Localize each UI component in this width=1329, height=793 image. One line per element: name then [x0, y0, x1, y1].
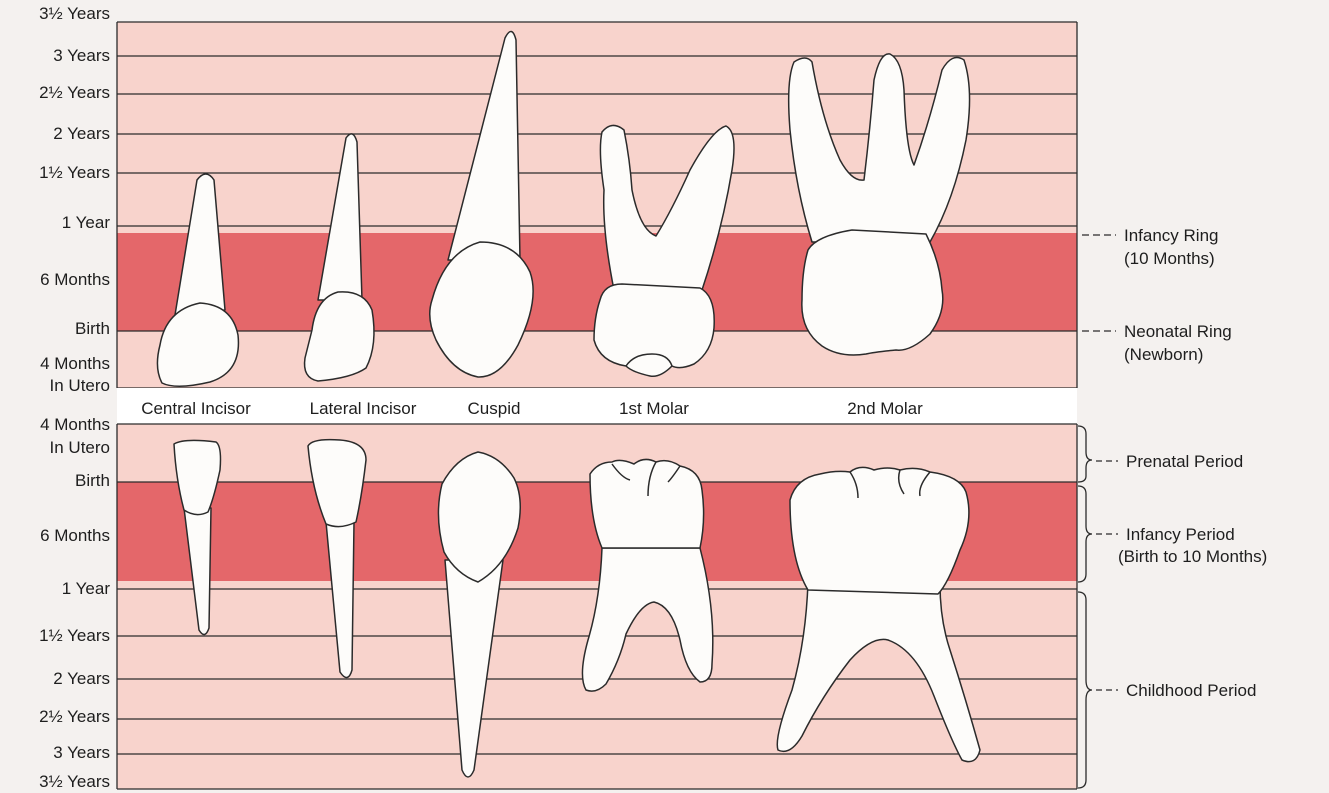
- tooth-name-cuspid: Cuspid: [468, 399, 521, 418]
- tooth-name-second-molar: 2nd Molar: [847, 399, 923, 418]
- upper-age-label: 1 Year: [62, 213, 111, 232]
- tooth-name-lateral-incisor: Lateral Incisor: [310, 399, 417, 418]
- ring-callouts: Infancy Ring (10 Months) Neonatal Ring (…: [1082, 226, 1232, 364]
- tooth-name-strip: [117, 388, 1077, 424]
- infancy-period-label: Infancy Period: [1126, 525, 1235, 544]
- lower-age-label: In Utero: [50, 438, 110, 457]
- lower-age-label: 1 Year: [62, 579, 111, 598]
- neonatal-ring-detail: (Newborn): [1124, 345, 1203, 364]
- period-labels: Prenatal Period Infancy Period (Birth to…: [1118, 452, 1267, 700]
- infancy-brace: [1078, 486, 1092, 582]
- upper-age-label: 4 Months: [40, 354, 110, 373]
- infancy-ring-label: Infancy Ring: [1124, 226, 1219, 245]
- period-braces: [1078, 426, 1118, 788]
- upper-age-label: Birth: [75, 319, 110, 338]
- upper-age-label: 3½ Years: [39, 4, 110, 23]
- upper-age-label: In Utero: [50, 376, 110, 395]
- childhood-brace: [1078, 592, 1092, 788]
- childhood-period-label: Childhood Period: [1126, 681, 1256, 700]
- upper-age-labels: 3½ Years 3 Years 2½ Years 2 Years 1½ Yea…: [39, 4, 110, 395]
- upper-age-label: 2 Years: [53, 124, 110, 143]
- upper-age-label: 2½ Years: [39, 83, 110, 102]
- upper-age-label: 6 Months: [40, 270, 110, 289]
- lower-age-label: 3 Years: [53, 743, 110, 762]
- neonatal-ring-label: Neonatal Ring: [1124, 322, 1232, 341]
- prenatal-brace: [1078, 426, 1092, 482]
- lower-age-label: 3½ Years: [39, 772, 110, 791]
- lower-age-label: 1½ Years: [39, 626, 110, 645]
- lower-age-labels: 4 Months In Utero Birth 6 Months 1 Year …: [39, 415, 110, 791]
- lower-age-label: 2½ Years: [39, 707, 110, 726]
- tooth-name-central-incisor: Central Incisor: [141, 399, 251, 418]
- tooth-name-first-molar: 1st Molar: [619, 399, 689, 418]
- infancy-ring-detail: (10 Months): [1124, 249, 1215, 268]
- lower-age-label: Birth: [75, 471, 110, 490]
- upper-age-label: 1½ Years: [39, 163, 110, 182]
- upper-age-label: 3 Years: [53, 46, 110, 65]
- lower-age-label: 6 Months: [40, 526, 110, 545]
- lower-age-label: 4 Months: [40, 415, 110, 434]
- lower-age-label: 2 Years: [53, 669, 110, 688]
- infancy-period-detail: (Birth to 10 Months): [1118, 547, 1267, 566]
- prenatal-period-label: Prenatal Period: [1126, 452, 1243, 471]
